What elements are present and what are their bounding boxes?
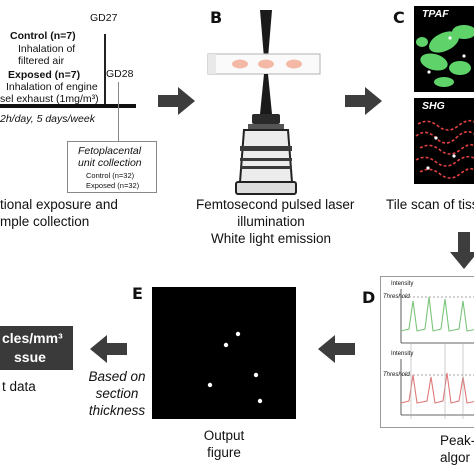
tpaf-label: TPAF xyxy=(422,8,449,20)
arrow-e-to-f xyxy=(90,335,127,363)
result-box-line-1: cles/mm³ xyxy=(2,330,63,346)
panel-b-letter: B xyxy=(210,8,223,27)
intensity-label-1: Intensity xyxy=(391,281,414,287)
panel-e-letter: E xyxy=(132,284,143,303)
output-figure-image xyxy=(152,287,296,419)
result-box-line-2: ssue xyxy=(14,349,46,365)
result-box: cles/mm³ ssue xyxy=(0,326,73,370)
gd27-timeline-tick xyxy=(104,34,106,106)
intensity-traces xyxy=(400,289,474,419)
control-title: Control (n=7) xyxy=(10,30,76,42)
schedule-text: 2h/day, 5 days/week xyxy=(0,113,95,125)
panel-a-caption-2: mple collection xyxy=(0,214,90,229)
arrow-a-to-b xyxy=(158,87,195,115)
panel-c-caption: Tile scan of tiss xyxy=(386,197,474,212)
based-on-text-2: section xyxy=(95,386,139,401)
panel-d-caption-2: algor xyxy=(440,450,471,465)
gd27-label: GD27 xyxy=(90,12,118,24)
fetoplacental-box: Fetoplacental unit collection Control (n… xyxy=(67,141,157,193)
exposed-desc-2: sel exhaust (1mg/m³) xyxy=(0,93,99,105)
threshold-label-2: Threshold xyxy=(383,372,410,378)
gd28-connector xyxy=(118,82,119,150)
intensity-label-2: Intensity xyxy=(391,351,414,357)
gd28-label: GD28 xyxy=(106,68,134,80)
based-on-text-3: thickness xyxy=(88,403,146,418)
arrow-b-to-c xyxy=(345,87,382,115)
panel-b-caption-3: White light emission xyxy=(210,231,332,246)
exposed-title: Exposed (n=7) xyxy=(8,69,81,81)
control-desc-2: filtered air xyxy=(18,55,65,67)
exposed-desc-1: Inhalation of engine xyxy=(6,81,98,93)
fetoplacental-exposed: Exposed (n=32) xyxy=(86,181,140,190)
shg-label: SHG xyxy=(422,100,445,112)
fetoplacental-title-1: Fetoplacental xyxy=(78,145,142,157)
peak-detection-plots: Intensity Threshold Intensity Threshold xyxy=(380,276,474,428)
exposure-timeline xyxy=(0,104,136,108)
microscope-illustration xyxy=(207,10,321,195)
fetoplacental-control: Control (n=32) xyxy=(86,171,135,180)
shg-image: SHG xyxy=(414,98,474,184)
fetoplacental-title-2: unit collection xyxy=(78,157,142,169)
panel-f-caption: t data xyxy=(2,379,36,394)
arrow-d-to-e xyxy=(318,335,355,363)
based-on-text-1: Based on xyxy=(88,369,146,384)
panel-b-caption-1: Femtosecond pulsed laser xyxy=(196,197,355,212)
panel-c-letter: C xyxy=(393,8,405,27)
arrow-c-to-d xyxy=(450,232,474,269)
panel-e-caption-2: figure xyxy=(207,445,241,460)
tpaf-image: TPAF xyxy=(414,6,474,92)
threshold-label-1: Threshold xyxy=(383,294,410,300)
panel-a-caption-1: tional exposure and xyxy=(0,197,118,212)
panel-e-caption-1: Output xyxy=(203,428,245,443)
control-desc-1: Inhalation of xyxy=(18,43,76,55)
panel-b-caption-2: illumination xyxy=(237,214,305,229)
panel-d-caption-1: Peak- xyxy=(440,433,474,448)
panel-d-letter: D xyxy=(362,288,376,307)
